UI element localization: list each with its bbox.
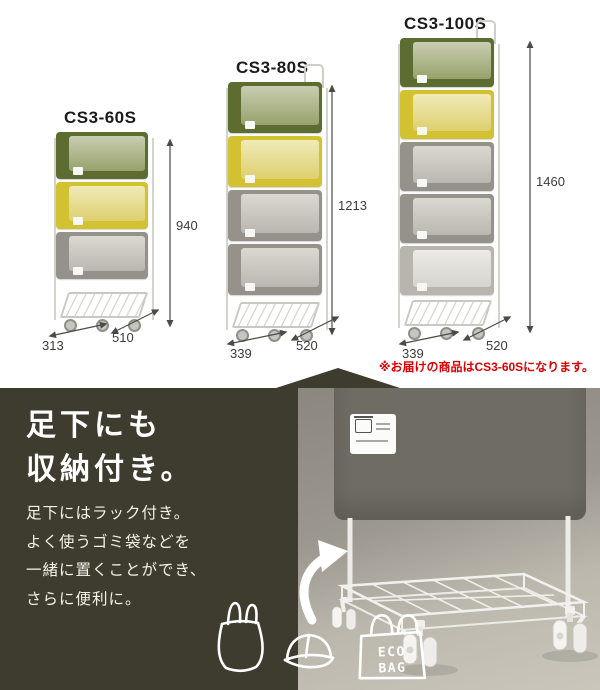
height-dimension: 1213	[338, 198, 367, 213]
caster-wheel	[268, 329, 281, 342]
bin-sticker	[245, 121, 255, 129]
bin-gray	[228, 244, 322, 295]
bin-green	[228, 82, 322, 133]
bin-sticker	[417, 231, 427, 239]
width-dimension: 339	[402, 346, 424, 361]
width-dimension: 313	[42, 338, 64, 353]
bin-lightgray	[400, 246, 494, 295]
bin-sticker	[417, 75, 427, 83]
card-text-line	[376, 428, 390, 430]
frame-handle	[476, 20, 496, 44]
frame-rail	[152, 138, 154, 320]
bin-yellow	[228, 136, 322, 187]
frame-rail	[326, 88, 328, 330]
caster-wheel	[64, 319, 77, 332]
pointer-triangle	[276, 368, 400, 388]
caster-wheel	[472, 327, 485, 340]
depth-dimension: 520	[486, 338, 508, 353]
model-name: CS3-100S	[404, 14, 487, 33]
depth-dimension: 520	[296, 338, 318, 353]
bin-gray	[228, 190, 322, 241]
bottom-rack	[403, 300, 493, 326]
card-text-line	[376, 423, 390, 425]
bin-stack	[228, 82, 326, 295]
frame-rail	[54, 138, 56, 320]
caster-wheel	[96, 319, 109, 332]
bin-lid	[241, 140, 319, 179]
plastic-bag-icon	[217, 601, 264, 673]
size-comparison-section: CS3-60S CS3-80S	[42, 14, 594, 374]
mini-bin-icon	[354, 416, 373, 433]
bin-lid	[413, 94, 491, 131]
card-text-line	[356, 440, 388, 442]
bin-sticker	[417, 283, 427, 291]
bin-lid	[241, 248, 319, 287]
photo-trash-bin	[334, 388, 586, 520]
product-cs3-60s: CS3-60S	[54, 108, 154, 332]
caster-wheel	[440, 327, 453, 340]
bin-lid	[413, 250, 491, 287]
bin-label-card	[350, 414, 396, 454]
bin-green	[400, 38, 494, 87]
frame-rail	[398, 44, 400, 328]
bin-sticker	[73, 267, 83, 275]
bin-lid	[413, 198, 491, 235]
feature-section: 足下にも 収納付き。 足下にはラック付き。 よく使うゴミ袋などを 一緒に置くこと…	[0, 368, 600, 690]
bin-lid	[241, 194, 319, 233]
photo-caster	[331, 597, 357, 631]
wire-basket	[337, 572, 589, 646]
bottom-rack	[59, 292, 149, 318]
body-line: 足下にはラック付き。	[26, 505, 191, 522]
bin-green	[56, 132, 148, 179]
bin-stack	[400, 38, 498, 295]
model-name: CS3-60S	[64, 108, 137, 127]
body-line: 一緒に置くことができ、	[26, 562, 207, 580]
heading-line-2: 収納付き。	[26, 452, 195, 486]
bin-sticker	[245, 175, 255, 183]
bin-sticker	[245, 229, 255, 237]
bin-yellow	[400, 90, 494, 139]
bin-stack	[56, 132, 152, 279]
width-dimension: 339	[230, 346, 252, 361]
wire-rack-illustration	[331, 516, 598, 676]
caster-wheel	[236, 329, 249, 342]
frame-poles	[347, 516, 571, 618]
bin-lid	[69, 186, 145, 221]
photo-caster	[552, 606, 588, 654]
frame-rail	[498, 44, 500, 328]
body-line: さらに便利に。	[26, 591, 142, 609]
bin-lid	[413, 146, 491, 183]
feature-body: 足下にはラック付き。 よく使うゴミ袋などを 一緒に置くことができ、 さらに便利に…	[26, 500, 206, 615]
bin-sticker	[417, 179, 427, 187]
bin-yellow	[56, 182, 148, 229]
heading-line-1: 足下にも	[26, 409, 162, 442]
bottom-rack	[231, 302, 321, 328]
bin-sticker	[245, 283, 255, 291]
bin-gray	[400, 142, 494, 191]
bin-sticker	[417, 127, 427, 135]
product-cs3-100s: CS3-100S	[398, 14, 500, 340]
height-dimension: 1460	[536, 174, 565, 189]
feature-heading: 足下にも 収納付き。	[26, 404, 195, 491]
bin-lid	[241, 86, 319, 125]
shipping-note: ※お届けの商品はCS3-60Sになります。	[378, 360, 594, 374]
rack-photo	[298, 388, 600, 690]
bin-gray	[56, 232, 148, 279]
bin-gray	[400, 194, 494, 243]
product-cs3-80s: CS3-80S	[226, 58, 328, 342]
bin-lid	[69, 236, 145, 271]
bin-lid	[69, 136, 145, 171]
bin-sticker	[73, 167, 83, 175]
bin-sticker	[73, 217, 83, 225]
model-name: CS3-80S	[236, 58, 309, 77]
caster-wheel	[408, 327, 421, 340]
body-line: よく使うゴミ袋などを	[26, 533, 192, 551]
height-dimension: 940	[176, 218, 198, 233]
frame-rail	[226, 88, 228, 330]
depth-dimension: 510	[112, 330, 134, 345]
bin-lid	[413, 42, 491, 79]
frame-handle	[304, 64, 324, 88]
